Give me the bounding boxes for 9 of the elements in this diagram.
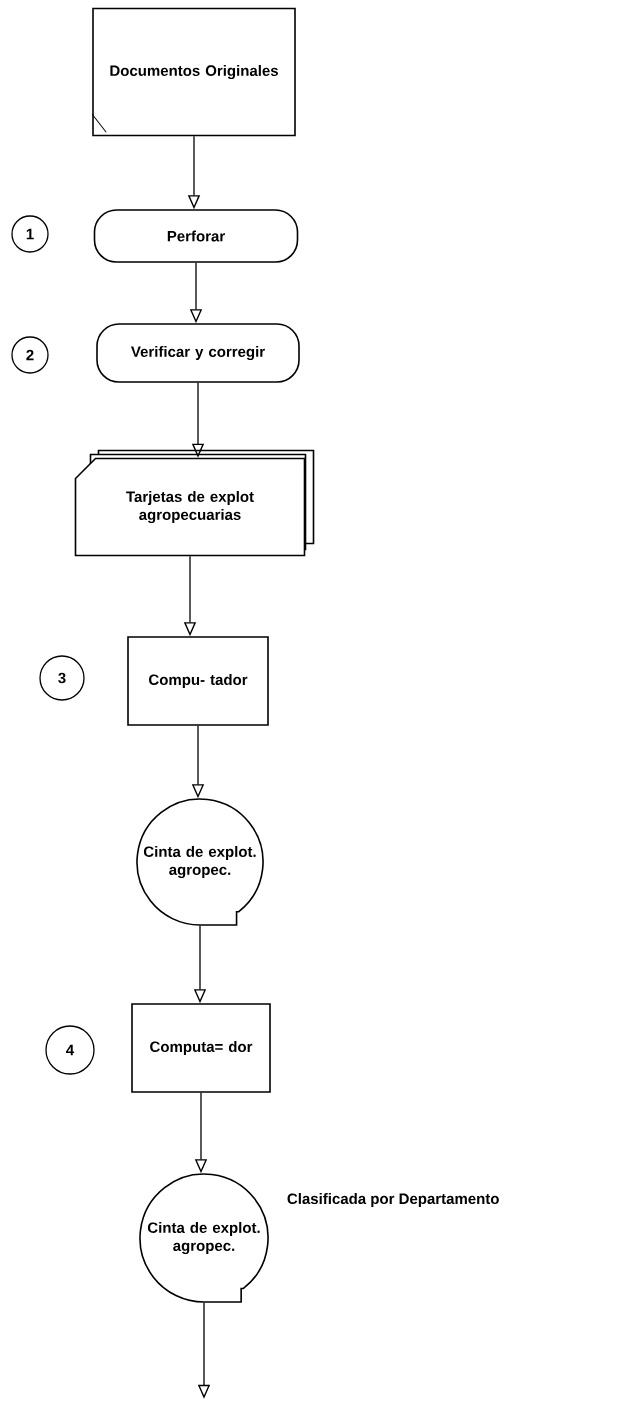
process-box: Verificar y corregir — [96, 323, 300, 383]
process-box: Computa= dor — [131, 1003, 271, 1093]
step-number: 1 — [11, 215, 49, 253]
caption-text: Clasificada por Departamento — [287, 1193, 499, 1207]
step-number: 4 — [45, 1025, 95, 1075]
process-box: Perforar — [93, 209, 299, 263]
process-box: Compu- tador — [127, 636, 269, 726]
step-number: 2 — [11, 336, 49, 374]
step-number: 3 — [39, 655, 85, 701]
